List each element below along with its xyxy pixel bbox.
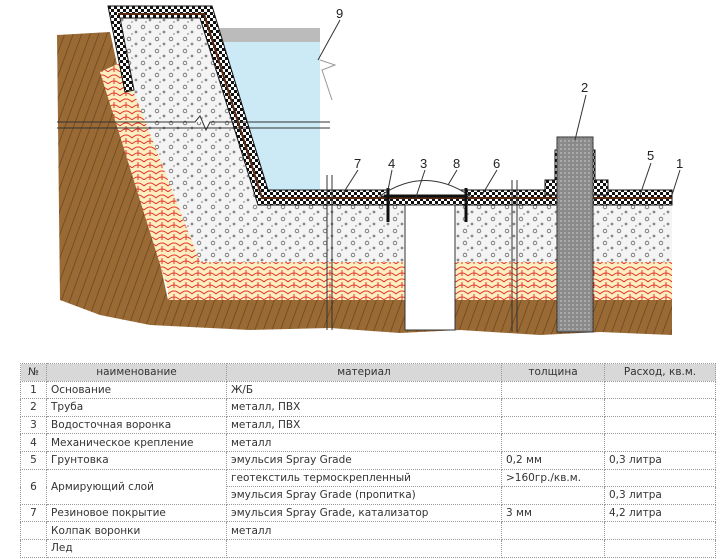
cell-name: Резиновое покрытие <box>46 503 227 523</box>
cell-number: 1 <box>20 380 47 400</box>
break-line <box>57 115 330 132</box>
cell-thickness <box>501 486 605 505</box>
cell-number: 5 <box>20 450 47 470</box>
cell-rate: 0,3 литра <box>604 486 716 505</box>
cell-name: Основание <box>46 380 227 400</box>
col-number: № <box>20 363 47 382</box>
cell-material: геотекстиль термоскрепленный <box>226 468 502 488</box>
cell-rate <box>604 433 716 452</box>
cell-thickness <box>501 521 605 540</box>
waterproofing-cross-section: 1 2 3 4 5 6 7 8 9 <box>57 5 683 335</box>
table-row: эмульсия Spray Grade (пропитка) 0,3 литра <box>21 486 716 505</box>
callout-6: 6 <box>493 156 500 171</box>
cell-number <box>20 538 47 558</box>
cell-rate <box>604 538 716 558</box>
cell-material <box>226 538 502 558</box>
cell-thickness <box>501 380 605 400</box>
cell-name: Лед <box>46 538 227 558</box>
callout-5: 5 <box>647 148 654 163</box>
cell-thickness: 3 мм <box>501 503 605 523</box>
table-header: № наименование материал толщина Расход, … <box>20 363 716 382</box>
cell-rate: 0,3 литра <box>604 450 716 470</box>
cell-name: Механическое крепление <box>46 433 227 452</box>
cell-number <box>20 521 47 540</box>
cell-material: эмульсия Spray Grade <box>226 450 502 470</box>
insulation-wall <box>100 62 200 290</box>
cell-rate <box>604 468 716 488</box>
cell-name: Армирующий слой <box>46 468 227 505</box>
cell-number: 7 <box>20 503 47 523</box>
materials-table: № наименование материал толщина Расход, … <box>20 363 716 558</box>
cell-material: эмульсия Spray Grade (пропитка) <box>226 486 502 505</box>
cell-material: эмульсия Spray Grade, катализатор <box>226 503 502 523</box>
cell-name: Колпак воронки <box>46 521 227 540</box>
pipe <box>556 136 594 333</box>
cell-rate <box>604 415 716 435</box>
cell-material: металл, ПВХ <box>226 398 502 417</box>
callout-1: 1 <box>676 156 683 171</box>
cell-material: Ж/Б <box>226 380 502 400</box>
cell-material: металл, ПВХ <box>226 415 502 435</box>
cell-name: Грунтовка <box>46 450 227 470</box>
table-row: Лед <box>20 538 716 558</box>
callout-8: 8 <box>453 156 460 171</box>
cell-rate <box>604 398 716 417</box>
cell-number: 6 <box>20 468 47 505</box>
cell-thickness <box>501 433 605 452</box>
cell-thickness <box>501 538 605 558</box>
cell-thickness <box>501 415 605 435</box>
cell-rate <box>604 380 716 400</box>
cell-number: 4 <box>20 433 47 452</box>
col-material: материал <box>226 363 502 382</box>
col-name: наименование <box>46 363 227 382</box>
cell-name: Водосточная воронка <box>46 415 227 435</box>
col-thickness: толщина <box>501 363 605 382</box>
cell-material: металл <box>226 521 502 540</box>
drain-cap <box>378 180 472 197</box>
cell-number: 3 <box>20 415 47 435</box>
callout-3: 3 <box>420 156 427 171</box>
cell-number: 2 <box>20 398 47 417</box>
ice <box>220 28 320 42</box>
col-rate: Расход, кв.м. <box>604 363 716 382</box>
cell-thickness <box>501 398 605 417</box>
callout-4: 4 <box>388 156 395 171</box>
callout-9: 9 <box>336 6 343 21</box>
drain-funnel <box>404 204 456 331</box>
cell-material: металл <box>226 433 502 452</box>
callout-7: 7 <box>354 156 361 171</box>
cell-thickness: 0,2 мм <box>501 450 605 470</box>
cell-rate <box>604 521 716 540</box>
cell-name: Труба <box>46 398 227 417</box>
callout-2: 2 <box>581 80 588 95</box>
cell-rate: 4,2 литра <box>604 503 716 523</box>
soil <box>57 32 672 335</box>
cell-thickness: >160гр./кв.м. <box>501 468 605 488</box>
